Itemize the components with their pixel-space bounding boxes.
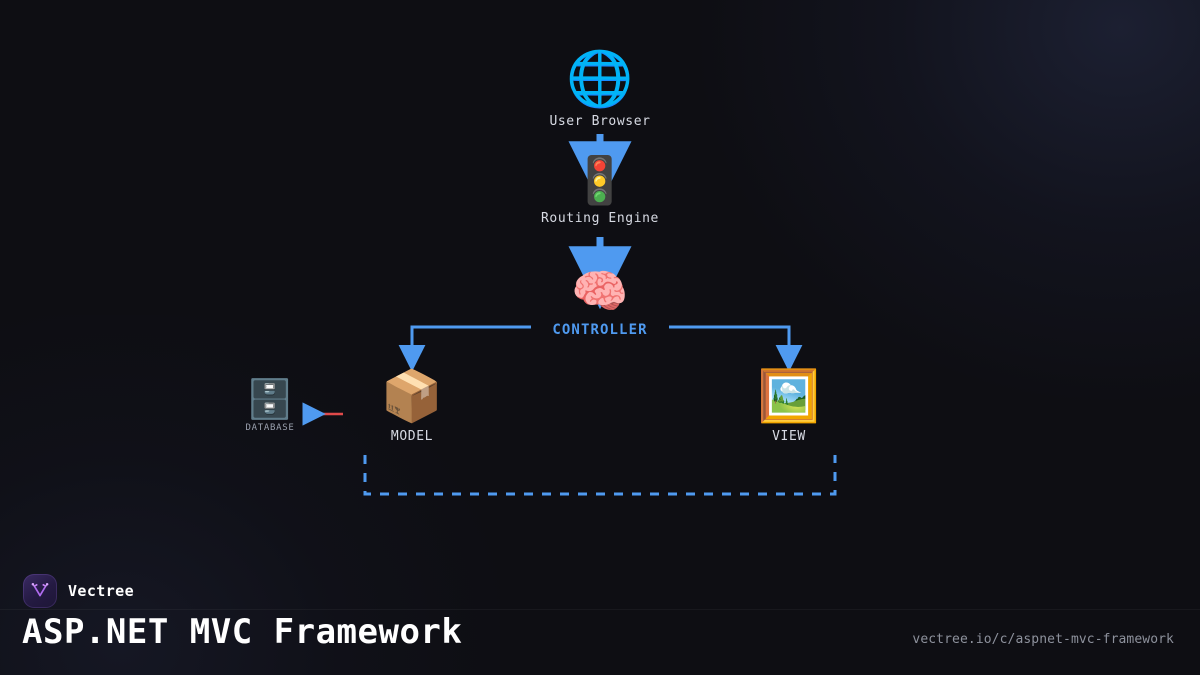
edge-controller-to-view <box>669 325 803 372</box>
node-database[interactable]: 🗄️ DATABASE <box>246 380 295 433</box>
brand-name: Vectree <box>68 582 135 600</box>
footer: Vectree ASP.NET MVC Framework vectree.io… <box>0 560 1200 675</box>
node-label-database: DATABASE <box>245 423 295 433</box>
file-cabinet-icon: 🗄️ <box>246 377 294 421</box>
framed-picture-icon: 🖼️ <box>757 367 821 425</box>
node-label-model: MODEL <box>390 429 434 444</box>
page-url: vectree.io/c/aspnet-mvc-framework <box>912 632 1174 647</box>
page-title: ASP.NET MVC Framework <box>22 612 463 652</box>
node-user-browser[interactable]: 🌐 User Browser <box>549 47 651 130</box>
background-glow-top-right <box>700 0 1200 400</box>
package-box-icon: 📦 <box>380 367 444 425</box>
node-routing-engine[interactable]: 🚦 Routing Engine <box>541 157 659 226</box>
node-model[interactable]: 📦 MODEL <box>381 371 443 444</box>
node-label-routing-engine: Routing Engine <box>541 211 659 226</box>
vectree-logo-icon <box>23 574 57 608</box>
footer-divider <box>0 609 1200 610</box>
edge-dashed-return-bus <box>363 455 837 496</box>
brain-icon: 🧠 <box>571 264 629 318</box>
node-controller[interactable]: 🧠 CONTROLLER <box>552 268 647 338</box>
node-label-user-browser: User Browser <box>549 114 651 129</box>
globe-icon: 🌐 <box>566 47 634 110</box>
traffic-light-icon: 🚦 <box>571 153 629 207</box>
node-label-view: VIEW <box>772 429 806 444</box>
node-view[interactable]: 🖼️ VIEW <box>758 371 820 444</box>
vectree-logo-glyph <box>31 583 49 597</box>
node-label-controller: CONTROLLER <box>552 322 648 338</box>
edge-controller-to-model <box>398 325 531 372</box>
brand-row[interactable]: Vectree <box>23 574 134 608</box>
